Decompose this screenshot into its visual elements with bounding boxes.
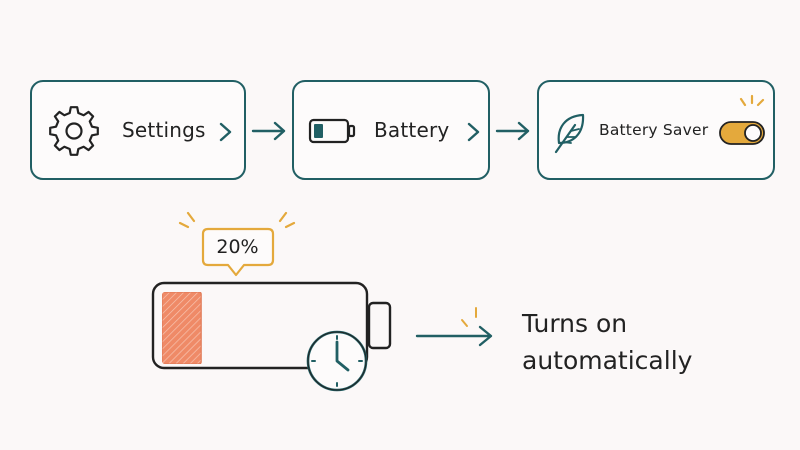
battery-label: Battery (374, 118, 450, 142)
battery-saver-toggle[interactable] (718, 119, 766, 147)
chevron-right-icon (219, 122, 232, 142)
sparkle-icon (739, 94, 765, 107)
battery-step-card[interactable]: Battery (292, 80, 490, 180)
arrow-right-icon (251, 121, 286, 141)
chevron-right-icon (467, 122, 480, 142)
sparkle-icon (178, 211, 296, 229)
result-line-2: automatically (522, 346, 693, 375)
battery-saver-label: Battery Saver (599, 121, 709, 139)
settings-step-card[interactable]: Settings (30, 80, 246, 180)
arrow-right-icon (495, 121, 530, 141)
battery-percentage-bubble (201, 227, 275, 277)
arrow-right-icon (415, 307, 493, 347)
low-battery-icon (151, 281, 392, 370)
settings-label: Settings (122, 118, 206, 142)
leaf-icon (554, 113, 585, 154)
battery-level-fill (162, 292, 202, 364)
battery-saver-step-card[interactable]: Battery Saver (537, 80, 775, 180)
auto-enable-result: Turns on automatically (522, 305, 692, 379)
battery-icon (308, 118, 356, 144)
battery-percentage-text: 20% (216, 236, 259, 258)
clock-icon (306, 330, 368, 392)
result-line-1: Turns on (522, 309, 628, 338)
gear-icon (49, 106, 99, 156)
